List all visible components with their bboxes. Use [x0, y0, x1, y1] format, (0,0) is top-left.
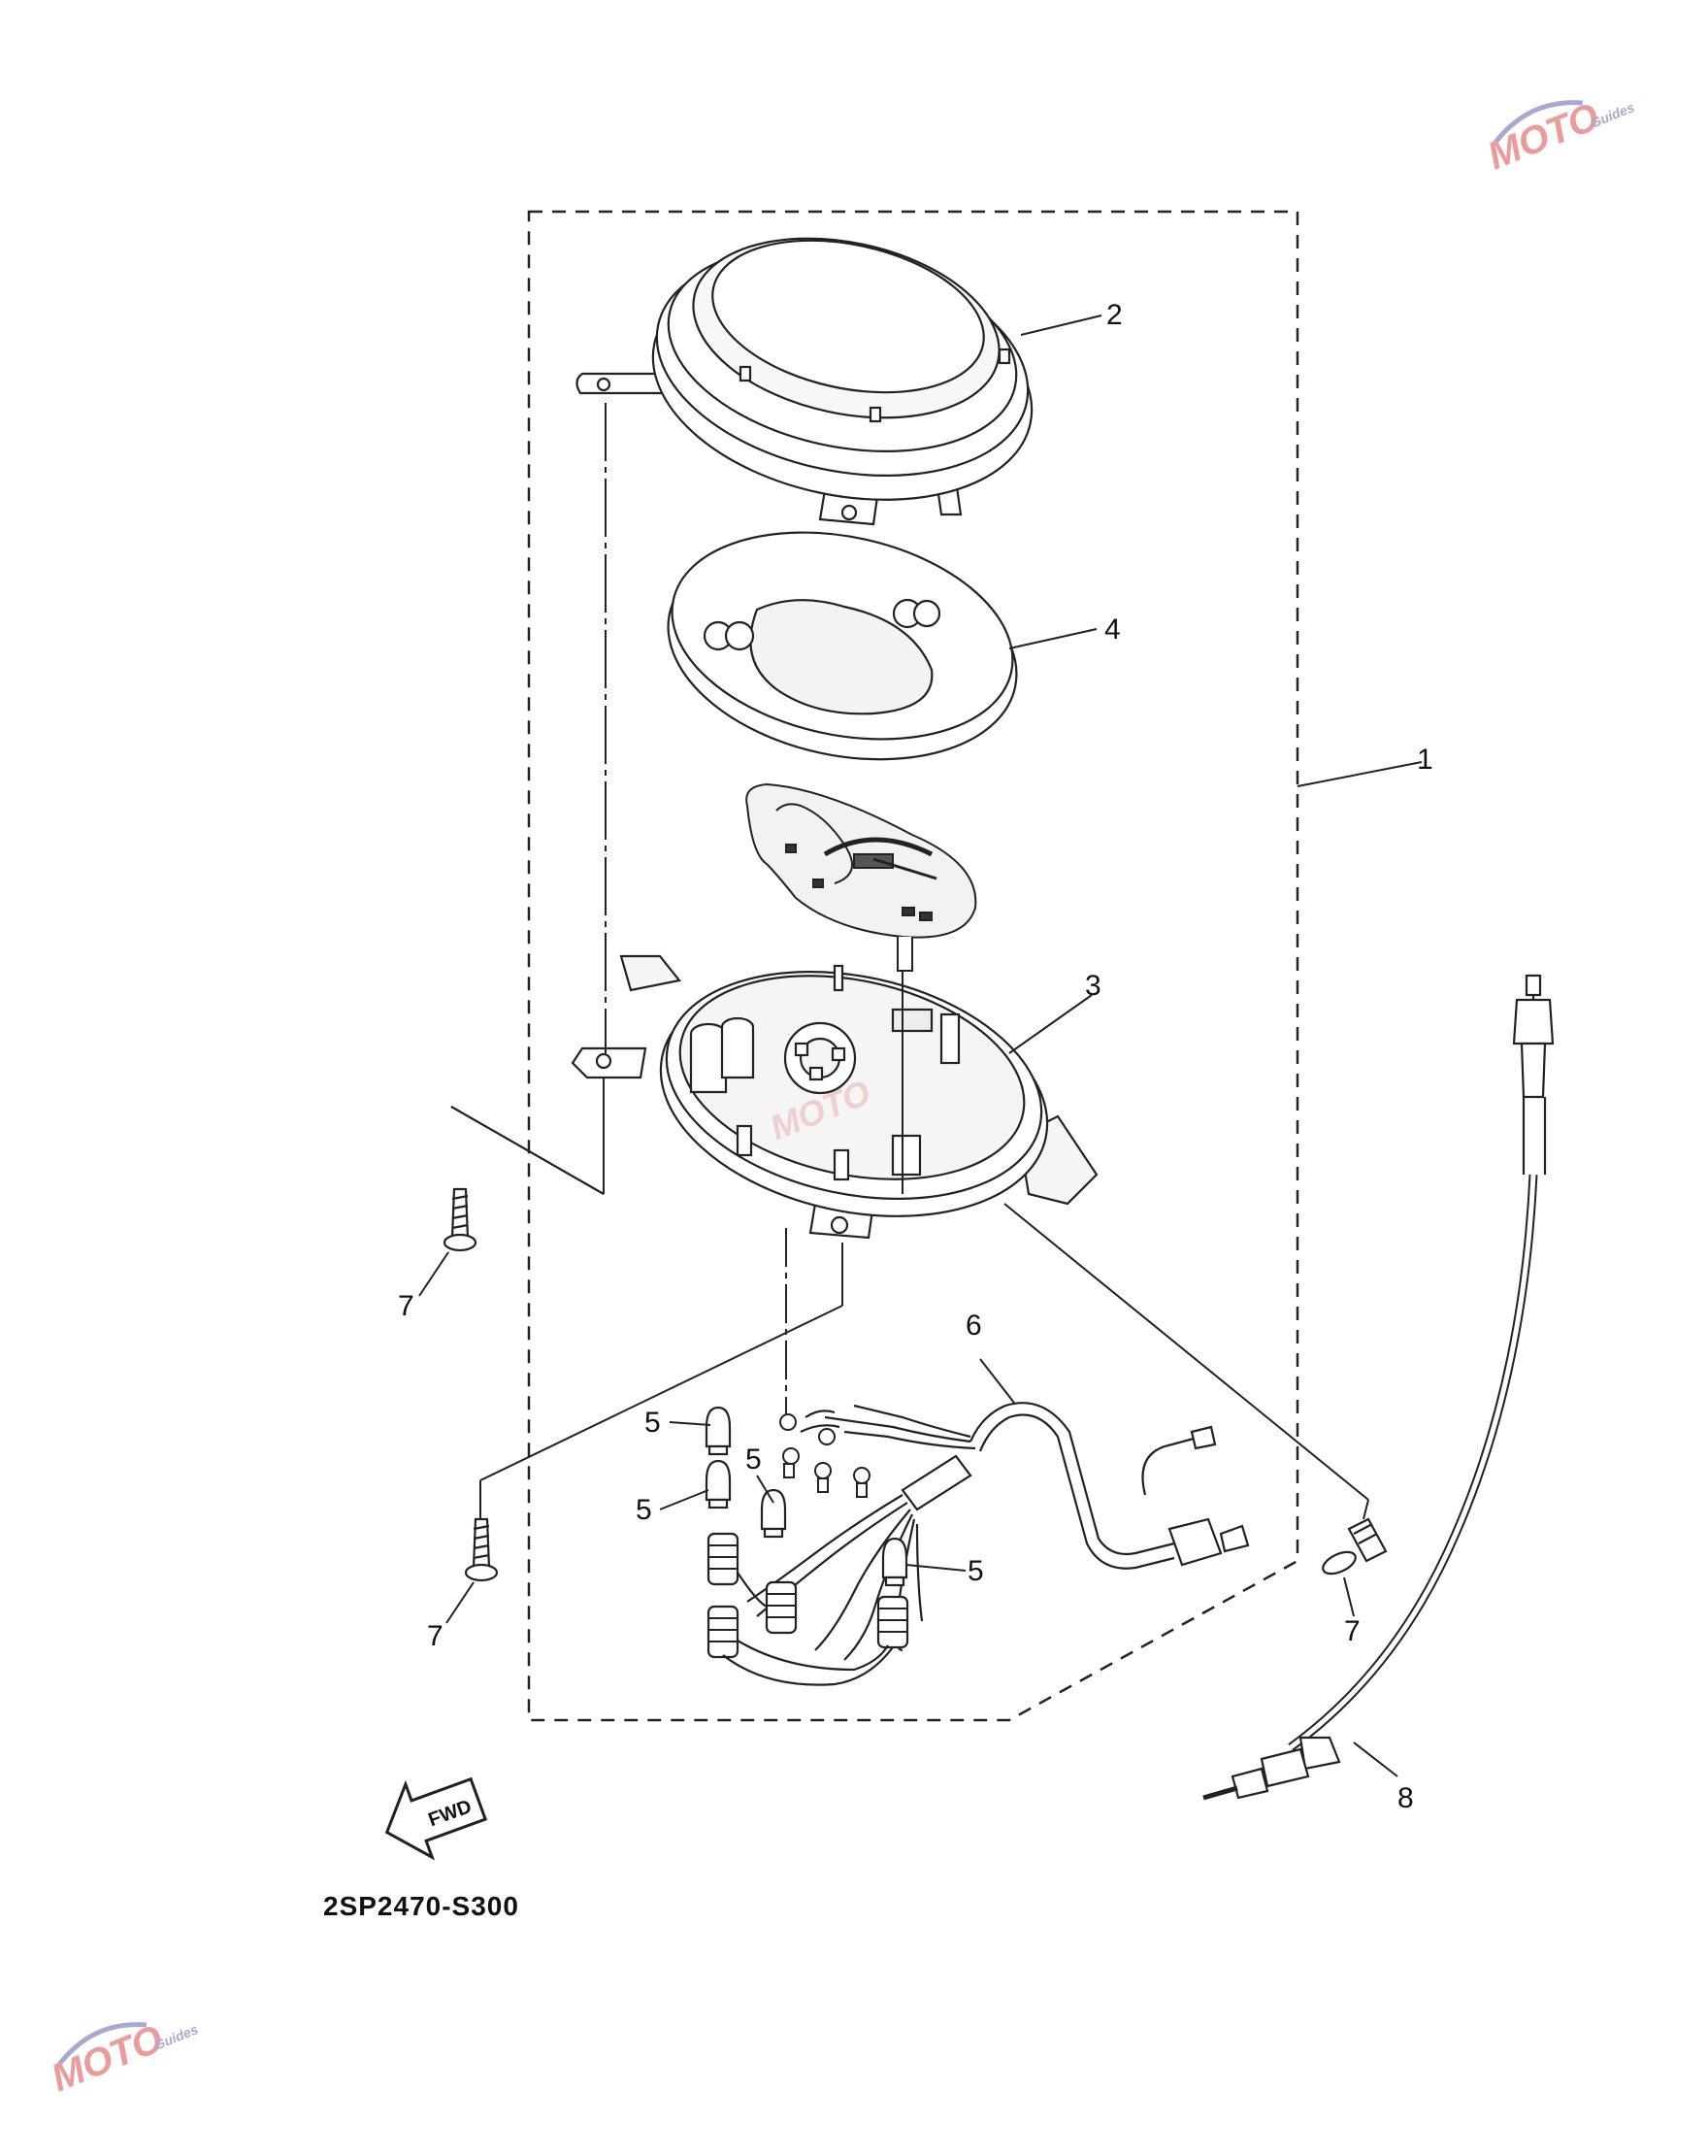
meter-case-part: [575, 237, 1034, 526]
watermark-tagline: Guides: [1588, 99, 1636, 131]
callout-5-right: 5: [968, 1555, 984, 1587]
callout-5-lower-left: 5: [636, 1494, 652, 1526]
callout-labels: 2 4 1 3 6 5 5 5 5 7 7 7 8: [398, 299, 1433, 1814]
meter-bezel-part: [667, 531, 1018, 761]
assembly-boundary: [527, 210, 1299, 1722]
watermark-tagline: Guides: [151, 2021, 200, 2053]
callout-8: 8: [1397, 1782, 1414, 1814]
watermark-top: MOTO Guides: [1482, 95, 1637, 178]
callout-1: 1: [1417, 744, 1433, 776]
callout-5-upper-left: 5: [644, 1407, 661, 1439]
callout-7-right: 7: [1344, 1615, 1361, 1647]
callout-6: 6: [966, 1310, 982, 1342]
wire-harness-part: [706, 1402, 1250, 1686]
leader-lines: [418, 315, 1423, 1777]
callout-3: 3: [1085, 970, 1101, 1002]
bulb-parts: [705, 1406, 908, 1587]
speedometer-cable-part: [1202, 974, 1555, 1801]
terminal-screws: [779, 1413, 870, 1498]
gauge-face: [745, 782, 977, 972]
meter-housing-part: [571, 954, 1099, 1240]
callout-5-center: 5: [745, 1443, 762, 1476]
watermark-bottom: MOTO Guides: [46, 2017, 201, 2100]
callout-7-lower: 7: [427, 1620, 443, 1652]
callout-7-upper: 7: [398, 1290, 414, 1322]
screw-parts: [443, 1187, 1388, 1582]
callout-2: 2: [1106, 299, 1123, 331]
callout-4: 4: [1104, 614, 1121, 646]
fwd-arrow: FWD: [384, 1776, 488, 1861]
drawing-code: 2SP2470-S300: [323, 1891, 519, 1921]
